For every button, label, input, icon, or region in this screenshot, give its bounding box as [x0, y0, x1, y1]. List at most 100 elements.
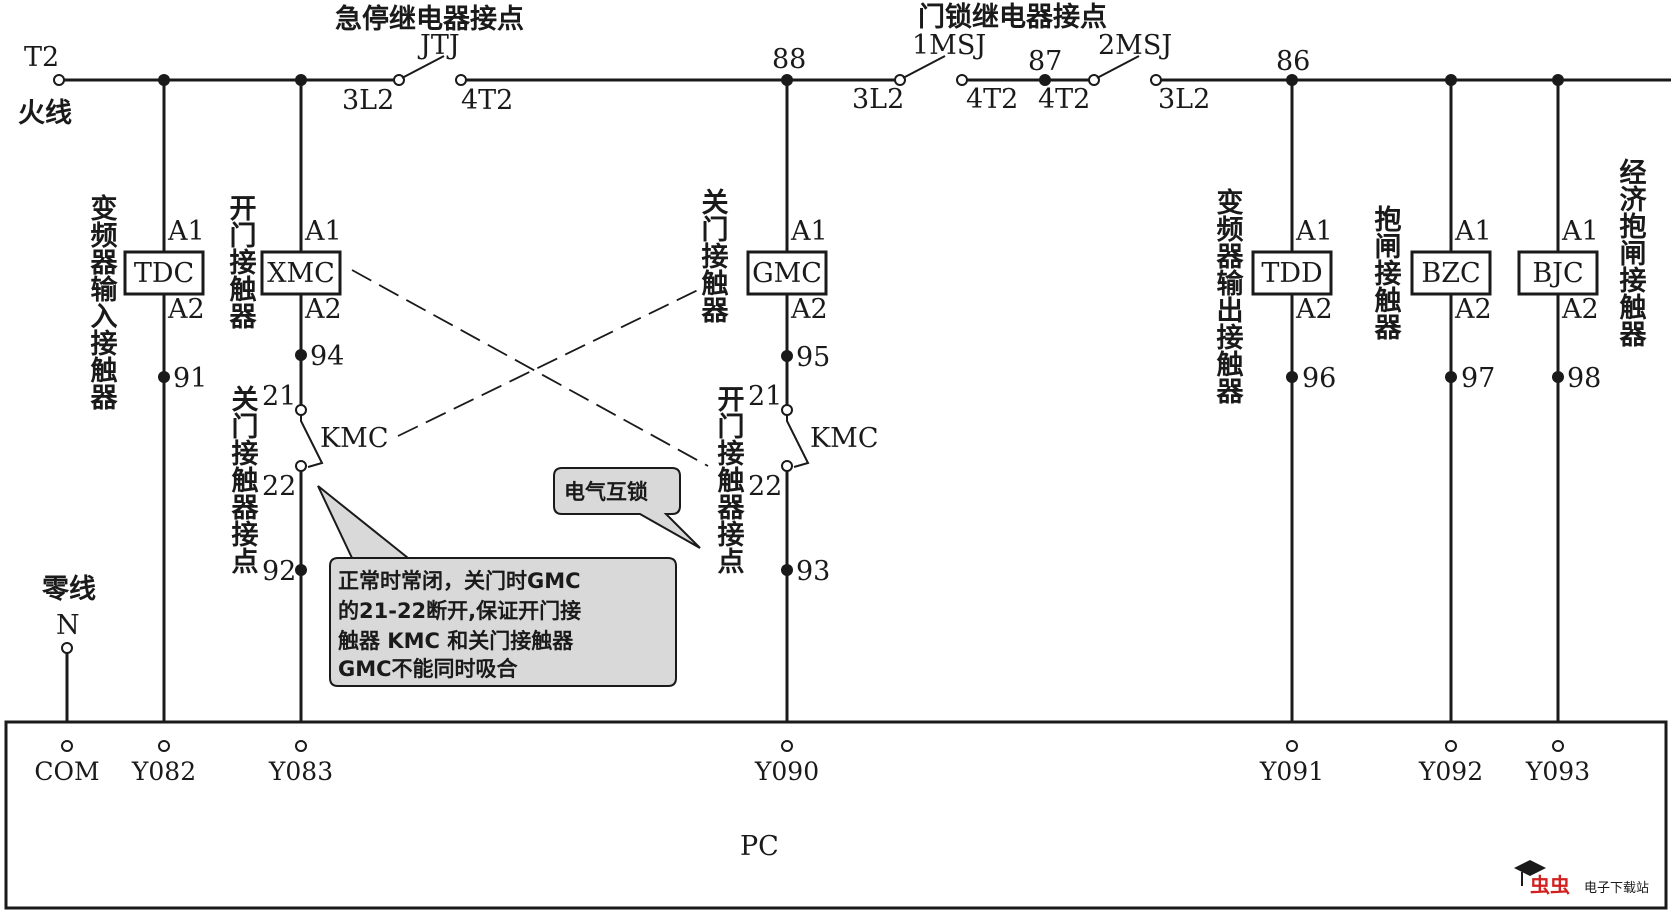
node-98-dot	[1552, 371, 1564, 383]
node-87-label: 87	[1028, 46, 1062, 77]
junction-dot	[1039, 74, 1051, 86]
right-interlock-pin-21: 21	[748, 381, 782, 412]
2msj-pin-3l2: 3L2	[1158, 84, 1210, 115]
t2-label: T2	[24, 42, 59, 73]
interlock-note-line-4: GMC不能同时吸合	[338, 657, 519, 681]
svg-text:A1: A1	[1561, 216, 1599, 247]
node-88-label: 88	[772, 44, 806, 75]
bzc-coil	[1410, 250, 1492, 296]
watermark-site: 电子下载站	[1584, 881, 1649, 896]
plc-terminals	[61, 740, 1564, 752]
svg-text:A1: A1	[1454, 216, 1492, 247]
right-interlock-contact	[781, 404, 810, 472]
tdd-coil	[1251, 250, 1333, 296]
left-interlock-description: 关门接触器接点	[227, 385, 260, 574]
xmc-coil-label: XMC	[267, 258, 335, 289]
svg-text:A2: A2	[1295, 294, 1333, 325]
gmc-coil	[746, 250, 828, 296]
interlock-callout-text: 电气互锁	[564, 480, 648, 504]
svg-text:A1: A1	[304, 216, 342, 247]
left-interlock-pin-21: 21	[262, 381, 296, 412]
tdd-coil-label: TDD	[1261, 258, 1322, 289]
interlock-note-line-2: 的21-22断开,保证开门接	[338, 599, 581, 623]
xmc-coil	[260, 250, 342, 296]
watermark-brand: 虫虫	[1530, 873, 1570, 897]
node-95-label: 95	[796, 342, 830, 373]
node-96-dot	[1286, 371, 1298, 383]
bzc-coil-label: BZC	[1421, 258, 1480, 289]
tdc-coil	[123, 250, 205, 296]
interlock-note-line-1: 正常时常闭，关门时GMC	[338, 569, 581, 593]
interlock-callout-bubble	[553, 467, 701, 549]
neutral-n-label: N	[56, 610, 80, 641]
plc-y093-label: Y093	[1525, 757, 1590, 786]
plc-y082-label: Y082	[131, 757, 196, 786]
doorlock-relay-title: 门锁继电器接点	[918, 1, 1107, 33]
left-interlock-pin-22: 22	[262, 471, 296, 502]
jtj-pin-4t2: 4T2	[461, 85, 513, 116]
1msj-pin-4t2: 4T2	[966, 84, 1018, 115]
node-94-label: 94	[310, 341, 344, 372]
node-94-dot	[295, 349, 307, 361]
watermark-logo: 虫虫 电子下载站	[1514, 860, 1649, 897]
node-86-label: 86	[1276, 46, 1310, 77]
bjc-coil-label: BJC	[1532, 258, 1583, 289]
node-92-dot	[295, 564, 307, 576]
live-line-label: 火线	[18, 98, 72, 129]
right-interlock-pin-22: 22	[748, 471, 782, 502]
plc-label: PC	[740, 831, 779, 862]
interlock-note-bubble	[317, 485, 677, 687]
node-96-label: 96	[1302, 363, 1336, 394]
node-93-dot	[781, 564, 793, 576]
node-97-label: 97	[1461, 363, 1495, 394]
node-98-label: 98	[1567, 363, 1601, 394]
tdc-coil-label: TDC	[134, 258, 194, 289]
plc-com-label: COM	[34, 757, 99, 786]
1msj-contact	[894, 55, 968, 86]
bzc-description: 抱闸接触器	[1370, 204, 1403, 341]
interlock-note-line-3: 触器 KMC 和关门接触器	[338, 629, 574, 653]
svg-text:A2: A2	[790, 294, 828, 325]
svg-text:A1: A1	[1295, 216, 1333, 247]
jtj-pin-3l2: 3L2	[342, 85, 394, 116]
right-interlock-kmc: KMC	[810, 423, 878, 454]
node-93-label: 93	[796, 556, 830, 587]
jtj-label: JTJ	[417, 30, 460, 61]
2msj-contact	[1088, 55, 1162, 86]
svg-text:A2: A2	[304, 294, 342, 325]
node-95-dot	[781, 350, 793, 362]
branch-wires	[65, 80, 1560, 741]
svg-text:A1: A1	[167, 216, 205, 247]
plc-y092-label: Y092	[1418, 757, 1483, 786]
neutral-line-label: 零线	[41, 574, 96, 605]
plc-box	[4, 720, 1668, 910]
2msj-label: 2MSJ	[1098, 30, 1172, 61]
node-97-dot	[1445, 371, 1457, 383]
linkage-gmc-dashed	[397, 289, 699, 437]
neutral-terminal	[61, 642, 73, 654]
2msj-pin-4t2: 4T2	[1038, 84, 1090, 115]
t2-terminal	[53, 74, 65, 86]
1msj-label: 1MSJ	[912, 30, 986, 61]
bjc-description: 经济抱闸接触器	[1615, 157, 1648, 348]
svg-text:A2: A2	[1454, 294, 1492, 325]
plc-y091-label: Y091	[1259, 757, 1324, 786]
gmc-description: 关门接触器	[697, 188, 730, 324]
coil-pin-labels: A1 A2 A1 A2 A1 A2 A1 A2 A1 A2 A1 A2	[167, 216, 1599, 325]
left-interlock-contact	[295, 404, 324, 472]
svg-text:A2: A2	[1561, 294, 1599, 325]
plc-y083-label: Y083	[268, 757, 333, 786]
svg-text:A1: A1	[790, 216, 828, 247]
plc-y090-label: Y090	[754, 757, 819, 786]
right-interlock-description: 开门接触器接点	[713, 385, 746, 574]
1msj-pin-3l2: 3L2	[852, 84, 904, 115]
bjc-coil	[1517, 250, 1599, 296]
svg-text:A2: A2	[167, 294, 205, 325]
tdd-description: 变频器输出接触器	[1212, 187, 1245, 405]
jtj-contact	[393, 55, 467, 86]
left-interlock-kmc: KMC	[320, 423, 388, 454]
linkage-xmc-dashed	[351, 269, 709, 467]
estop-relay-title: 急停继电器接点	[335, 3, 524, 35]
tdc-description: 变频器输入接触器	[86, 193, 119, 411]
